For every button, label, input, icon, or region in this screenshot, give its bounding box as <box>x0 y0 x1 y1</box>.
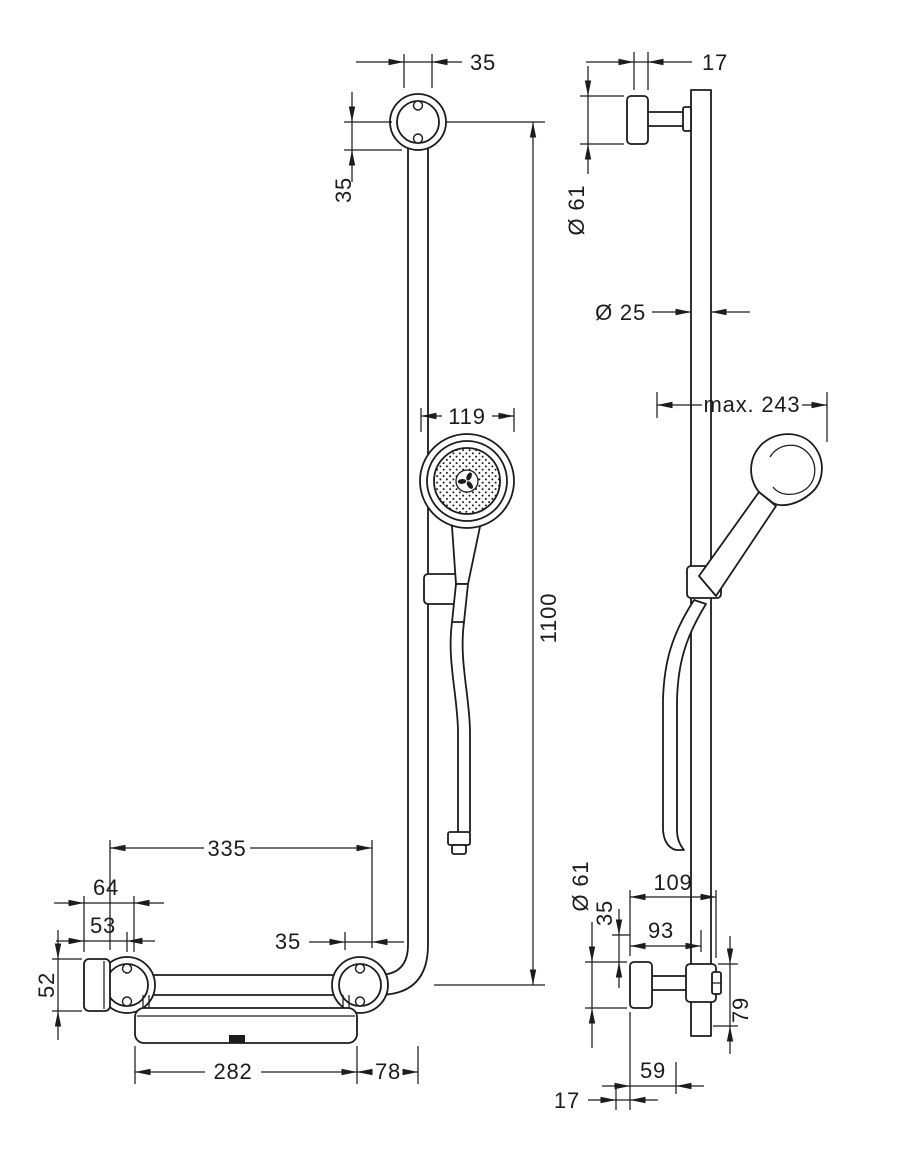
dim-offset-35-front: 35 <box>275 929 404 954</box>
shelf-front <box>134 995 358 1044</box>
wall-mount-bottom-right <box>331 956 389 1014</box>
dim-label: 53 <box>90 913 116 938</box>
dim-head-diameter: 119 <box>420 404 515 432</box>
dim-top-width-front: 35 <box>356 50 496 88</box>
dim-plate-height: 52 <box>34 930 82 1040</box>
spray-logo-icon <box>455 469 479 493</box>
dim-bar-length: 335 <box>109 836 373 950</box>
dim-plate-diameter-bottom: Ø 61 <box>568 861 627 1048</box>
dim-rail-diameter: Ø 25 <box>595 300 750 325</box>
dim-offset-35-side: 35 <box>592 900 630 988</box>
dim-label: 119 <box>448 404 485 429</box>
dim-label: 78 <box>375 1059 401 1084</box>
wall-mount-bottom-left <box>98 956 156 1014</box>
dim-label: 1100 <box>536 593 561 644</box>
dim-label: Ø 25 <box>595 300 646 325</box>
dim-label: 64 <box>93 875 119 900</box>
dim-label: 59 <box>640 1058 666 1083</box>
dim-label: 109 <box>653 870 692 895</box>
dim-offset-64: 64 <box>54 875 164 952</box>
dim-offset-59: 59 <box>602 1012 704 1110</box>
front-view: 35 35 119 1100 335 <box>34 50 561 1084</box>
dim-plate-diameter-top: Ø 61 <box>564 66 624 235</box>
dim-axis-width: 93 <box>630 918 702 952</box>
dim-max-reach: max. 243 <box>656 392 828 442</box>
dim-label: 35 <box>470 50 496 75</box>
dim-overhang: 78 <box>357 1046 419 1084</box>
dim-rail-length: 1100 <box>434 121 561 986</box>
dim-label: 79 <box>728 997 753 1023</box>
wall-bracket-bottom-side <box>629 961 722 1009</box>
hand-shower-side <box>686 433 823 599</box>
dim-label: 52 <box>34 972 59 998</box>
dim-label: 17 <box>554 1088 580 1113</box>
end-plate-front <box>83 958 111 1012</box>
dim-label: 282 <box>213 1059 252 1084</box>
dim-label: Ø 61 <box>568 861 593 912</box>
dim-top-width-side: 17 <box>586 50 728 90</box>
side-view: 17 Ø 61 Ø 25 max. 243 Ø 61 <box>554 50 828 1113</box>
dim-label: max. 243 <box>704 392 801 417</box>
wall-mount-top-side <box>626 95 692 145</box>
dim-label: 17 <box>702 50 728 75</box>
dim-mount-height-front: 35 <box>331 92 402 203</box>
dim-label: 93 <box>648 918 674 943</box>
dim-label: 35 <box>331 177 356 203</box>
dim-bracket-width: 109 <box>629 870 717 958</box>
dim-label: Ø 61 <box>564 185 589 236</box>
dim-bracket-height: 79 <box>713 936 753 1054</box>
hand-shower-front <box>419 433 515 623</box>
dim-shelf-width: 282 <box>134 1046 358 1084</box>
dim-offset-53: 53 <box>56 913 155 952</box>
shower-hose-side <box>662 599 707 851</box>
dim-label: 35 <box>592 900 617 926</box>
dim-label: 335 <box>207 836 246 861</box>
dim-label: 35 <box>275 929 301 954</box>
grab-rail-front <box>109 99 429 996</box>
wall-mount-top-front <box>389 93 447 151</box>
shower-hose-front <box>447 621 471 855</box>
dim-wall-gap: 17 <box>554 1088 658 1113</box>
